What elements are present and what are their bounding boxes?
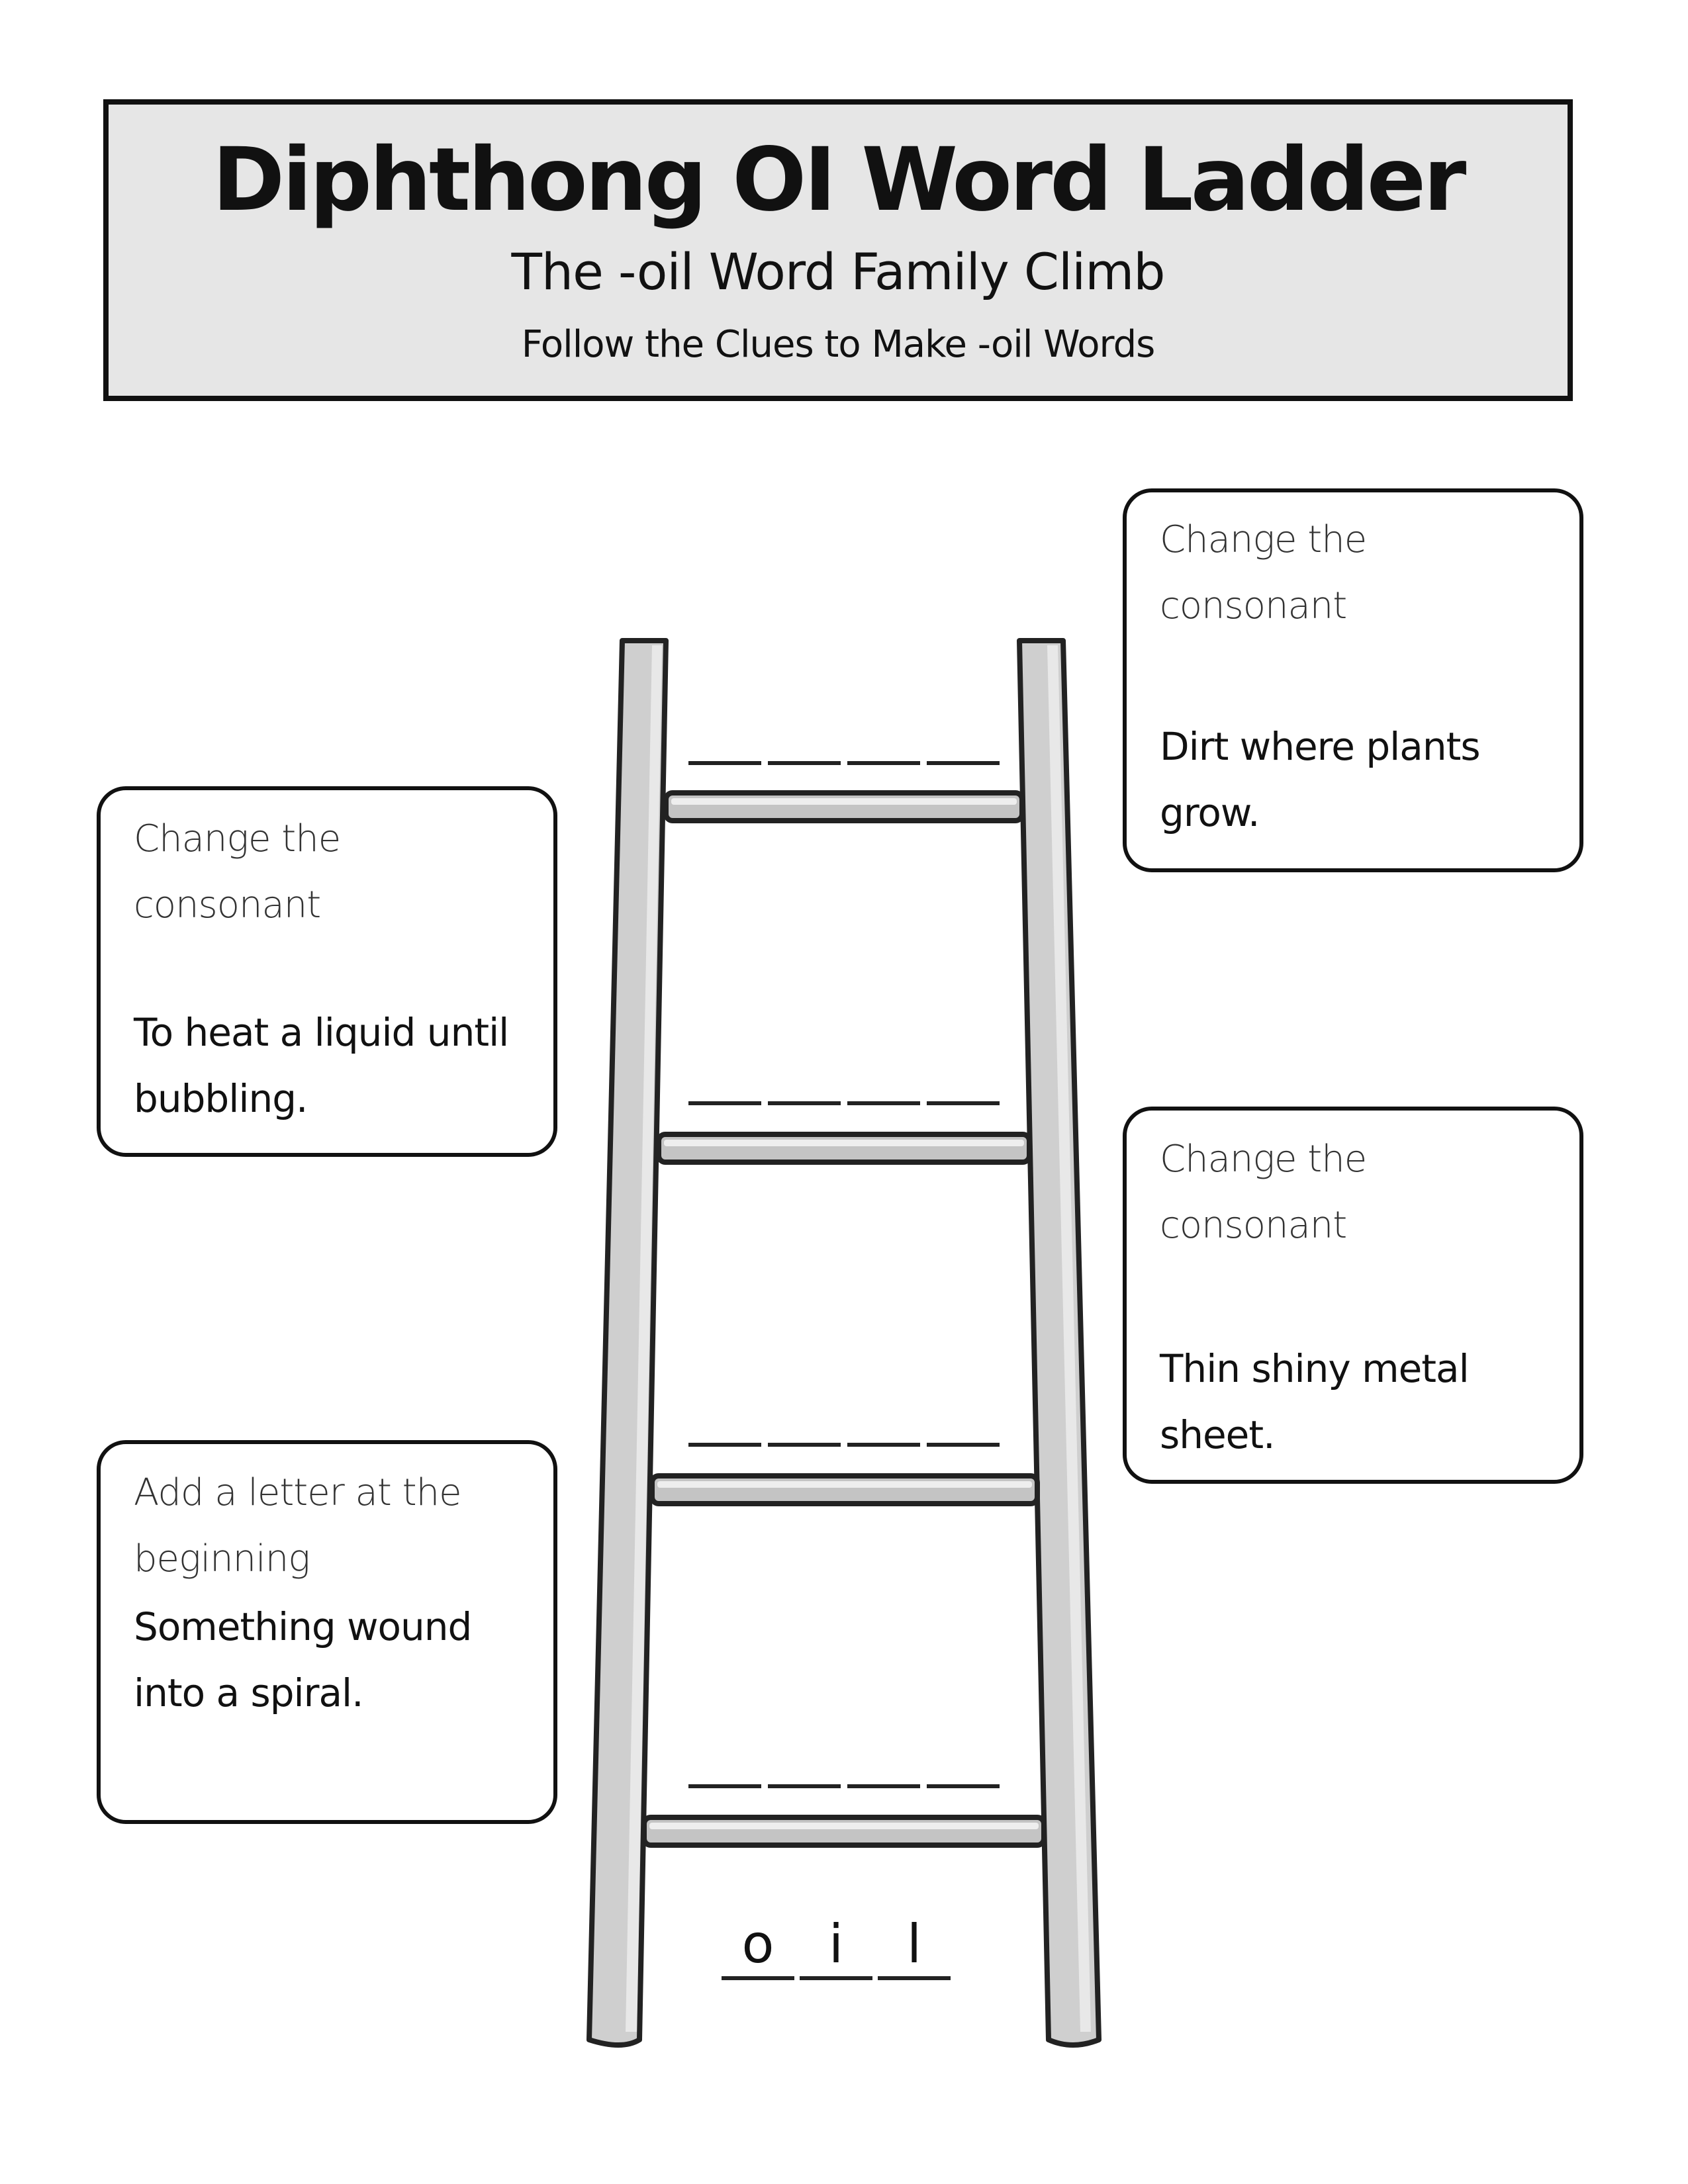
page-title: Diphthong OI Word Ladder bbox=[212, 129, 1467, 231]
clue-definition: To heat a liquid until bubbling. bbox=[134, 1010, 509, 1121]
answer-blank[interactable] bbox=[847, 761, 920, 765]
clue-definition: Thin shiny metal sheet. bbox=[1160, 1346, 1470, 1457]
page-instruction: Follow the Clues to Make -oil Words bbox=[521, 323, 1156, 366]
answer-blank[interactable] bbox=[927, 1443, 1000, 1447]
answer-blank[interactable] bbox=[768, 1784, 841, 1788]
clue-card-foil: Change the consonant Thin shiny metal sh… bbox=[1123, 1107, 1583, 1484]
clue-definition: Dirt where plants grow. bbox=[1160, 724, 1481, 835]
start-letter: i bbox=[828, 1913, 844, 1975]
clue-card-boil: Change the consonant To heat a liquid un… bbox=[97, 786, 557, 1157]
ladder-rung bbox=[663, 790, 1025, 823]
start-letter-underline bbox=[800, 1976, 872, 1980]
ladder-rung bbox=[656, 1132, 1032, 1165]
title-banner: Diphthong OI Word Ladder The -oil Word F… bbox=[103, 99, 1573, 401]
answer-blank[interactable] bbox=[688, 1101, 761, 1105]
answer-blank[interactable] bbox=[847, 1443, 920, 1447]
clue-card-soil: Change the consonant Dirt where plants g… bbox=[1123, 488, 1583, 872]
clue-instruction: Change the consonant bbox=[134, 817, 341, 927]
clue-instruction: Add a letter at the beginning bbox=[134, 1471, 462, 1580]
start-letter-underline bbox=[878, 1976, 951, 1980]
ladder-rung bbox=[649, 1473, 1040, 1506]
answer-blank[interactable] bbox=[688, 1784, 761, 1788]
page-subtitle: The -oil Word Family Climb bbox=[511, 242, 1165, 301]
clue-instruction: Change the consonant bbox=[1160, 518, 1367, 627]
answer-blank[interactable] bbox=[768, 761, 841, 765]
answer-blank[interactable] bbox=[768, 1443, 841, 1447]
answer-blank[interactable] bbox=[927, 1101, 1000, 1105]
clue-instruction: Change the consonant bbox=[1160, 1138, 1367, 1247]
answer-blank[interactable] bbox=[927, 1784, 1000, 1788]
answer-blank[interactable] bbox=[768, 1101, 841, 1105]
ladder-rung bbox=[641, 1815, 1047, 1848]
answer-blank[interactable] bbox=[927, 761, 1000, 765]
clue-card-coil: Add a letter at the beginning Something … bbox=[97, 1440, 557, 1824]
start-letter-underline bbox=[722, 1976, 794, 1980]
clue-definition: Something wound into a spiral. bbox=[134, 1604, 472, 1715]
answer-blank[interactable] bbox=[688, 761, 761, 765]
start-letter: o bbox=[741, 1913, 774, 1975]
start-letter: l bbox=[906, 1913, 922, 1975]
answer-blank[interactable] bbox=[847, 1784, 920, 1788]
answer-blank[interactable] bbox=[847, 1101, 920, 1105]
answer-blank[interactable] bbox=[688, 1443, 761, 1447]
